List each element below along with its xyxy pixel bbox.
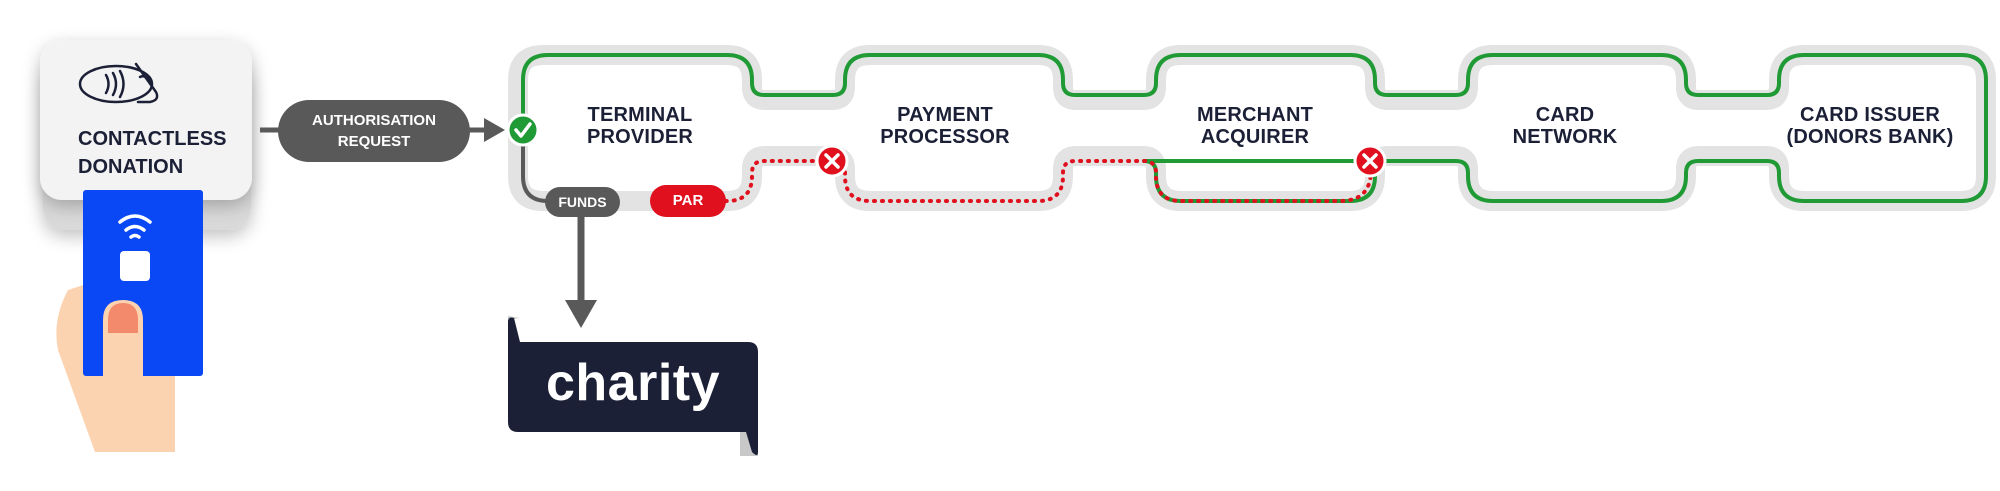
stage-payment-processor: PAYMENT PROCESSOR [880,104,1010,148]
stage-terminal-provider: TERMINAL PROVIDER [586,104,694,148]
par-pill-label: PAR [672,192,704,209]
card-chip-icon [120,251,150,281]
contactless-card-icon [118,214,152,239]
charity-banner [508,317,758,455]
contactless-hand-icon [78,62,159,104]
charity-label: charity [545,354,721,412]
arrow-right-icon [484,118,505,142]
stage-card-network: CARD NETWORK [1512,104,1618,148]
donation-label: CONTACTLESS DONATION [78,128,227,178]
cross-icon [1353,144,1387,178]
thumbnail [108,303,138,333]
authorisation-pill [278,100,470,162]
authorisation-pill-label: AUTHORISATION REQUEST [312,112,436,150]
arrow-down-icon [565,300,597,328]
cross-icon [815,144,849,178]
donation-box [40,40,252,200]
stage-card-issuer: CARD ISSUER (DONORS BANK) [1786,104,1954,148]
funds-pill-label: FUNDS [558,194,607,210]
stage-merchant-acquirer: MERCHANT ACQUIRER [1196,104,1314,148]
par-pill [650,185,726,217]
check-icon [506,113,540,147]
green-approval-path [521,53,1988,203]
funds-pill [545,187,620,217]
